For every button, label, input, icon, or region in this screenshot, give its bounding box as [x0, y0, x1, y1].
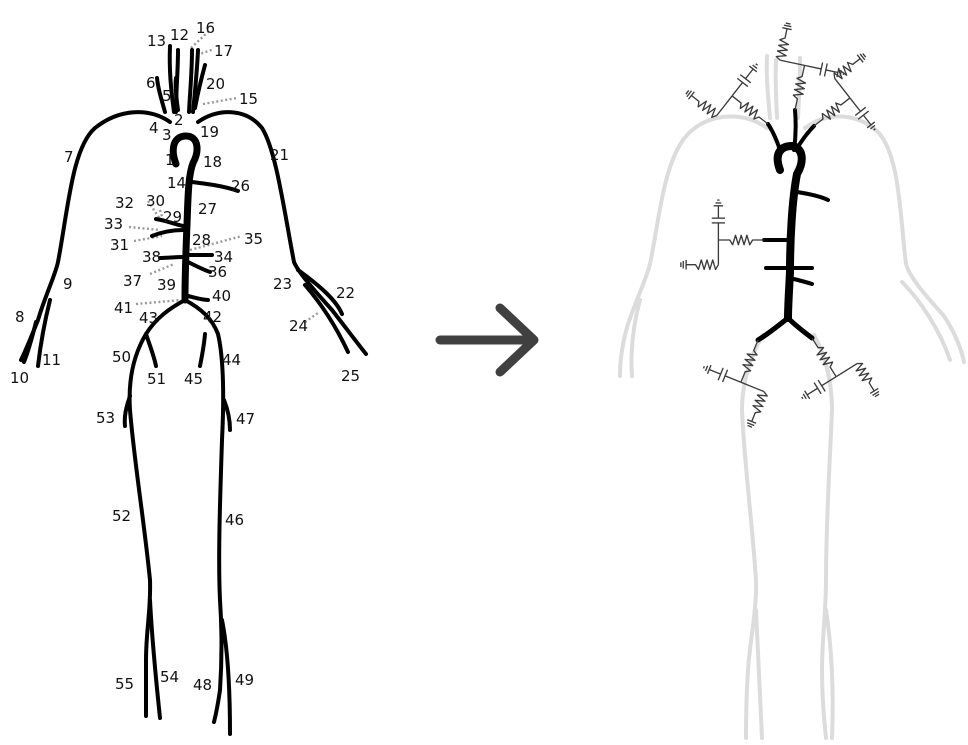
- segment-label-25: 25: [341, 367, 360, 385]
- segment-label-2: 2: [174, 111, 184, 129]
- segment-label-35: 35: [244, 230, 263, 248]
- segment-label-23: 23: [273, 275, 292, 293]
- segment-label-33: 33: [104, 215, 123, 233]
- segment-label-22: 22: [336, 284, 355, 302]
- segment-label-16: 16: [196, 19, 215, 37]
- segment-label-19: 19: [200, 123, 219, 141]
- numbered-arterial-tree: 1 2 3 4 5 6 7 8 9 10 11 12 13 14 15 16 1…: [10, 19, 366, 734]
- segment-label-49: 49: [235, 671, 254, 689]
- segment-label-31: 31: [110, 236, 129, 254]
- segment-label-43: 43: [139, 309, 158, 327]
- segment-label-41: 41: [114, 299, 133, 317]
- segment-label-39: 39: [157, 276, 176, 294]
- right-arrow-icon: [440, 308, 534, 372]
- segment-label-1: 1: [165, 151, 175, 169]
- segment-label-50: 50: [112, 348, 131, 366]
- segment-label-21: 21: [270, 146, 289, 164]
- segment-label-45: 45: [184, 370, 203, 388]
- segment-label-48: 48: [193, 676, 212, 694]
- windkessel-circuit-icon: [681, 200, 764, 269]
- segment-label-44: 44: [222, 351, 241, 369]
- segment-label-36: 36: [208, 263, 227, 281]
- reduced-arterial-model: [620, 23, 964, 738]
- segment-label-24: 24: [289, 317, 308, 335]
- segment-label-9: 9: [63, 275, 73, 293]
- segment-label-14: 14: [167, 174, 186, 192]
- segment-label-20: 20: [206, 75, 225, 93]
- segment-label-18: 18: [203, 153, 222, 171]
- segment-label-40: 40: [212, 287, 231, 305]
- segment-numbers: 1 2 3 4 5 6 7 8 9 10 11 12 13 14 15 16 1…: [10, 19, 360, 694]
- segment-label-38: 38: [142, 248, 161, 266]
- faded-full-network: [620, 56, 964, 738]
- segment-label-4: 4: [149, 119, 159, 137]
- segment-label-13: 13: [147, 32, 166, 50]
- segment-label-17: 17: [214, 42, 233, 60]
- segment-label-32: 32: [115, 194, 134, 212]
- segment-label-46: 46: [225, 511, 244, 529]
- segment-label-26: 26: [231, 177, 250, 195]
- segment-label-51: 51: [147, 370, 166, 388]
- segment-label-12: 12: [170, 26, 189, 44]
- segment-label-5: 5: [162, 87, 172, 105]
- segment-label-7: 7: [64, 148, 74, 166]
- segment-label-15: 15: [239, 90, 258, 108]
- segment-label-6: 6: [146, 74, 156, 92]
- segment-label-27: 27: [198, 200, 217, 218]
- segment-label-28: 28: [192, 231, 211, 249]
- segment-label-8: 8: [15, 308, 25, 326]
- segment-label-47: 47: [236, 410, 255, 428]
- segment-label-37: 37: [123, 272, 142, 290]
- segment-label-10: 10: [10, 369, 29, 387]
- segment-label-30: 30: [146, 192, 165, 210]
- segment-label-42: 42: [203, 308, 222, 326]
- segment-label-55: 55: [115, 675, 134, 693]
- segment-label-29: 29: [163, 208, 182, 226]
- windkessel-circuit-icon: [690, 325, 785, 428]
- segment-label-3: 3: [162, 126, 172, 144]
- segment-label-54: 54: [160, 668, 179, 686]
- segment-label-52: 52: [112, 507, 131, 525]
- segment-label-53: 53: [96, 409, 115, 427]
- reduced-vessel-tree: [758, 110, 828, 340]
- segment-label-11: 11: [42, 351, 61, 369]
